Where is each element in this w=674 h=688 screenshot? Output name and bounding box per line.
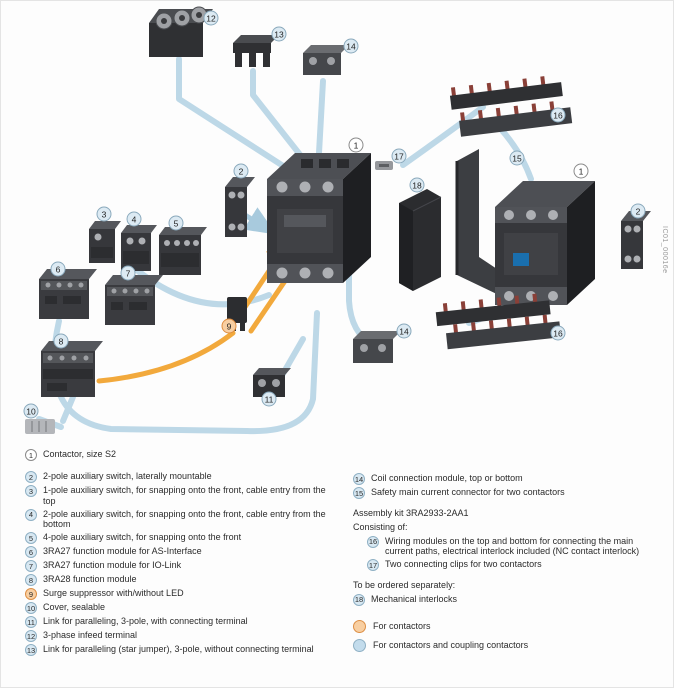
legend-num-circle: 3 xyxy=(25,485,37,497)
aux-switch-2-left xyxy=(225,177,255,237)
legend-item-text: 3RA28 function module xyxy=(43,574,137,585)
contactor-center xyxy=(267,153,371,283)
legend-item-text: Link for paralleling, 3-pole, with conne… xyxy=(43,616,248,627)
color-key-coupling-contactors: For contactors and coupling contactors xyxy=(353,638,655,652)
blue-key-dot xyxy=(353,638,366,652)
legend-item-text: 2-pole auxiliary switch, laterally mount… xyxy=(43,471,212,481)
legend-num-circle: 2 xyxy=(25,471,37,483)
legend-num-circle: 14 xyxy=(353,473,365,485)
wiring-module-16-bottom xyxy=(435,293,562,350)
connector-bracket-15 xyxy=(455,149,503,297)
legend-num-circle: 5 xyxy=(25,532,37,545)
legend-item-text: 2-pole auxiliary switch, for snapping on… xyxy=(43,508,326,530)
legend-right-column: 14 Coil connection module, top or bottom… xyxy=(353,473,655,658)
aux-switch-5 xyxy=(159,227,207,275)
legend-item-17: 17 Two connecting clips for two contacto… xyxy=(367,559,655,572)
consisting-of-label: Consisting of: xyxy=(353,521,408,532)
legend-item-10: 10 Cover, sealable xyxy=(25,602,337,615)
coil-module-14-bottom xyxy=(353,331,401,363)
legend-num-circle: 7 xyxy=(25,560,37,573)
color-key: For contactors For contactors and coupli… xyxy=(353,619,655,652)
star-jumper-13 xyxy=(233,35,279,67)
legend-num-circle: 1 xyxy=(25,449,37,461)
legend-num-circle: 17 xyxy=(367,559,379,572)
legend-num-circle: 12 xyxy=(25,630,37,643)
legend-item-3: 3 1-pole auxiliary switch, for snapping … xyxy=(25,485,337,507)
legend-num-circle: 15 xyxy=(353,487,365,499)
function-module-8 xyxy=(41,341,103,397)
assembly-kit-items: 16 Wiring modules on the top and bottom … xyxy=(367,535,655,572)
coil-module-14-top xyxy=(303,45,349,75)
legend-num-circle: 8 xyxy=(25,574,37,587)
legend-item-text: 3-phase infeed terminal xyxy=(43,630,138,641)
surge-suppressor-9 xyxy=(227,297,247,331)
legend-num-circle: 18 xyxy=(353,593,365,606)
legend-item-text: 1-pole auxiliary switch, for snapping on… xyxy=(43,485,326,506)
legend-item-12: 12 3-phase infeed terminal xyxy=(25,630,337,643)
legend-item-14: 14 Coil connection module, top or bottom xyxy=(353,473,655,485)
legend-item-16: 16 Wiring modules on the top and bottom … xyxy=(367,535,655,558)
legend-item-text: Mechanical interlocks xyxy=(371,593,458,604)
watermark-text: IC01_00016e xyxy=(661,226,668,274)
legend-item-5: 5 4-pole auxiliary switch, for snapping … xyxy=(25,532,337,545)
connecting-clip-17 xyxy=(375,161,393,170)
legend-item-text: Surge suppressor with/without LED xyxy=(43,588,184,599)
ordered-separately-label: To be ordered separately: xyxy=(353,580,456,591)
legend-item-9: 9 Surge suppressor with/without LED xyxy=(25,588,337,601)
legend-left-column: 1 Contactor, size S2 2 2-pole auxiliary … xyxy=(25,449,337,658)
legend-num-circle: 9 xyxy=(25,588,37,601)
aux-switch-3 xyxy=(89,221,121,263)
legend-item-18: 18 Mechanical interlocks xyxy=(353,593,655,606)
legend-num-circle: 10 xyxy=(25,602,37,615)
legend-item-text: Two connecting clips for two contactors xyxy=(385,559,542,570)
legend-num-circle: 13 xyxy=(25,644,37,657)
color-key-text: For contactors xyxy=(373,621,431,632)
legend-item-4: 4 2-pole auxiliary switch, for snapping … xyxy=(25,508,337,531)
function-module-6 xyxy=(39,269,97,319)
legend-num-circle: 11 xyxy=(25,616,37,629)
orange-key-dot xyxy=(353,619,366,633)
legend-item-text: 3RA27 function module for AS-Interface xyxy=(43,546,202,557)
infeed-terminal-12 xyxy=(149,6,213,57)
cover-10 xyxy=(25,419,55,434)
legend-item-13: 13 Link for paralleling (star jumper), 3… xyxy=(25,644,337,657)
legend-item-15: 15 Safety main current connector for two… xyxy=(353,487,655,499)
legend-item-8: 8 3RA28 function module xyxy=(25,574,337,587)
blue-arrow-aux-switch xyxy=(243,207,277,235)
legend-item-2: 2 2-pole auxiliary switch, laterally mou… xyxy=(25,471,337,483)
function-module-7 xyxy=(105,275,163,325)
legend-item-text: 4-pole auxiliary switch, for snapping on… xyxy=(43,532,242,543)
legend-item-text: 3RA27 function module for IO-Link xyxy=(43,560,182,571)
legend-num-circle: 16 xyxy=(367,535,379,548)
legend-item-11: 11 Link for paralleling, 3-pole, with co… xyxy=(25,616,337,629)
legend-item-text: Contactor, size S2 xyxy=(43,449,117,459)
mechanical-interlock-18 xyxy=(399,189,442,291)
legend-item-text: Link for paralleling (star jumper), 3-po… xyxy=(43,644,314,655)
assembly-kit-title: Assembly kit 3RA2933-2AA1 xyxy=(353,508,469,518)
legend-item-text: Coil connection module, top or bottom xyxy=(371,473,523,483)
aux-switch-2-right xyxy=(621,211,651,269)
wiring-module-16-top xyxy=(449,76,573,137)
legend-item-6: 6 3RA27 function module for AS-Interface xyxy=(25,546,337,559)
color-key-contactors: For contactors xyxy=(353,619,655,633)
legend-num-circle: 6 xyxy=(25,546,37,559)
legend-item-text: Wiring modules on the top and bottom for… xyxy=(385,535,640,557)
legend-item-text: Cover, sealable xyxy=(43,602,106,613)
color-key-text: For contactors and coupling contactors xyxy=(373,640,529,651)
legend-item-text: Safety main current connector for two co… xyxy=(371,487,565,497)
diagram-svg xyxy=(25,6,651,435)
paralleling-link-11 xyxy=(253,368,291,397)
legend-item-1: 1 Contactor, size S2 xyxy=(25,449,337,461)
contactor-right xyxy=(495,181,595,305)
aux-switch-4 xyxy=(121,225,157,271)
legend-num-circle: 4 xyxy=(25,508,37,521)
legend-item-7: 7 3RA27 function module for IO-Link xyxy=(25,560,337,573)
